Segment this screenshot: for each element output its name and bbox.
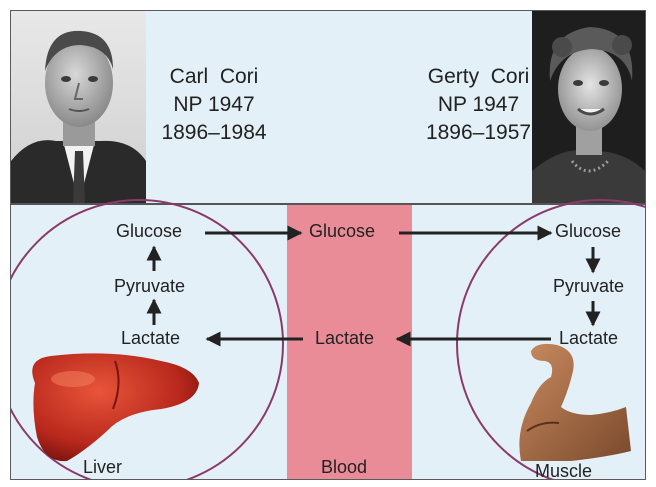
blood-glucose-label: Glucose [309, 221, 375, 242]
liver-label: Liver [83, 457, 122, 478]
muscle-arm-illustration [519, 344, 631, 461]
blood-label: Blood [321, 457, 367, 478]
blood-lactate-label: Lactate [315, 328, 374, 349]
cori-cycle-figure: Carl Cori NP 1947 1896–1984 Gerty Cori N… [10, 10, 646, 480]
liver-illustration [32, 353, 199, 461]
muscle-label: Muscle [535, 461, 592, 480]
liver-lactate-label: Lactate [121, 328, 180, 349]
muscle-pyruvate-label: Pyruvate [553, 276, 624, 297]
muscle-glucose-label: Glucose [555, 221, 621, 242]
liver-pyruvate-label: Pyruvate [114, 276, 185, 297]
muscle-lactate-label: Lactate [559, 328, 618, 349]
liver-glucose-label: Glucose [116, 221, 182, 242]
cycle-graphics [11, 11, 646, 480]
